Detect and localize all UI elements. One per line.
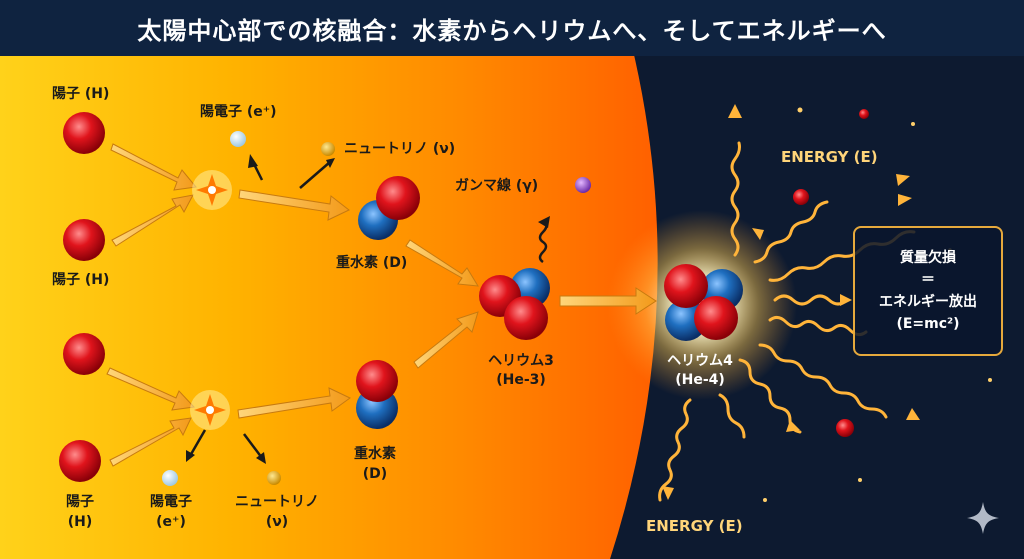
positron-top bbox=[230, 131, 246, 147]
label-positron-top: 陽電子 (e⁺) bbox=[200, 104, 277, 120]
deuterium-top bbox=[358, 176, 420, 240]
mass-defect-title: 質量欠損 bbox=[900, 250, 956, 266]
label-deuterium-bottom-name: 重水素 bbox=[354, 446, 396, 462]
label-energy-bottom: ENERGY (E) bbox=[646, 517, 743, 535]
helium3-nucleus bbox=[479, 268, 550, 340]
positron-bottom bbox=[162, 470, 178, 486]
label-proton-4-name: 陽子 bbox=[66, 494, 94, 510]
label-he3-symbol: (He-3) bbox=[496, 372, 546, 388]
helium4-nucleus bbox=[664, 264, 743, 341]
proton-2 bbox=[63, 219, 105, 261]
label-deuterium-top: 重水素 (D) bbox=[336, 255, 408, 271]
label-he4-name: ヘリウム4 bbox=[667, 353, 733, 369]
mass-defect-box: 質量欠損 ＝ エネルギー放出 (E=mc²) bbox=[853, 226, 1003, 356]
page-title: 太陽中心部での核融合：水素からヘリウムへ、そしてエネルギーへ bbox=[0, 0, 1024, 56]
label-neutrino-top: ニュートリノ (ν) bbox=[344, 141, 456, 157]
label-positron-bottom-name: 陽電子 bbox=[150, 494, 192, 510]
proton-4 bbox=[59, 440, 101, 482]
proton-3 bbox=[63, 333, 105, 375]
label-proton-4-symbol: (H) bbox=[67, 514, 93, 530]
label-neutrino-bottom-symbol: (ν) bbox=[265, 514, 289, 530]
energy-ray-heads bbox=[662, 104, 920, 500]
neutrino-bottom bbox=[267, 471, 281, 485]
label-proton-2: 陽子 (H) bbox=[52, 272, 110, 288]
label-positron-bottom-symbol: (e⁺) bbox=[156, 514, 186, 530]
gamma-photon bbox=[575, 177, 591, 193]
label-gamma: ガンマ線 (γ) bbox=[455, 178, 539, 194]
mass-defect-energy-release: エネルギー放出 bbox=[879, 294, 977, 310]
label-proton-1: 陽子 (H) bbox=[52, 86, 110, 102]
mass-defect-equals: ＝ bbox=[921, 272, 935, 288]
label-he4-symbol: (He-4) bbox=[675, 372, 725, 388]
proton-1 bbox=[63, 112, 105, 154]
deuterium-bottom bbox=[356, 360, 398, 429]
label-deuterium-bottom-symbol: (D) bbox=[362, 466, 388, 482]
reaction-arrows bbox=[106, 143, 657, 467]
collision-burst-bottom bbox=[190, 390, 230, 430]
collision-burst-top bbox=[192, 170, 232, 210]
sun-core-region bbox=[0, 0, 658, 559]
sparkle-icon bbox=[967, 502, 999, 534]
mass-defect-formula: (E=mc²) bbox=[896, 316, 960, 332]
emission-arrows bbox=[188, 159, 548, 459]
label-energy-top: ENERGY (E) bbox=[781, 148, 878, 166]
neutrino-top bbox=[321, 142, 335, 156]
label-neutrino-bottom-name: ニュートリノ bbox=[235, 494, 319, 510]
label-he3-name: ヘリウム3 bbox=[488, 353, 554, 369]
